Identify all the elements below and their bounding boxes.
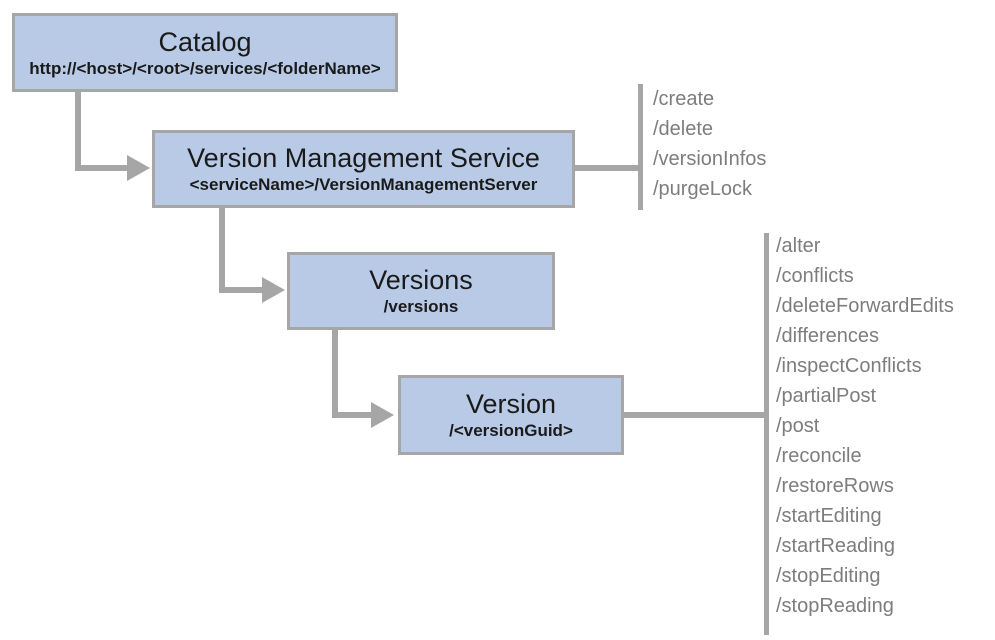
endpoint-item: /inspectConflicts	[776, 355, 922, 377]
endpoint-item: /post	[776, 415, 820, 437]
endpoint-item: /deleteForwardEdits	[776, 295, 954, 317]
endpoint-item: /startEditing	[776, 505, 882, 527]
endpoint-item: /stopEditing	[776, 565, 881, 587]
service-endpoint-list: /create/delete/versionInfos/purgeLock	[653, 84, 766, 204]
node-catalog-title: Catalog	[158, 26, 252, 57]
node-versions: Versions /versions	[287, 252, 555, 330]
node-version: Version /<versionGuid>	[398, 375, 624, 455]
arrowhead-icon	[262, 277, 285, 303]
endpoint-item: /reconcile	[776, 445, 862, 467]
connector-versions-version-horizontal	[332, 412, 372, 418]
endpoint-item: /alter	[776, 235, 821, 257]
connector-vms-versions-vertical	[219, 208, 225, 293]
service-endpoints-bracket	[638, 84, 643, 210]
node-catalog: Catalog http://<host>/<root>/services/<f…	[12, 13, 398, 92]
connector-vms-versions-horizontal	[219, 287, 263, 293]
node-versions-subtitle: /versions	[383, 297, 459, 316]
version-endpoint-list: /alter/conflicts/deleteForwardEdits/diff…	[776, 231, 954, 621]
endpoint-item: /create	[653, 88, 715, 110]
connector-catalog-vms-vertical	[75, 92, 81, 171]
connector-vms-endpoints	[575, 165, 638, 171]
node-vms-subtitle: <serviceName>/VersionManagementServer	[189, 175, 538, 194]
connector-versions-version-vertical	[332, 330, 338, 418]
node-version-management-service: Version Management Service <serviceName>…	[152, 130, 575, 208]
endpoint-item: /stopReading	[776, 595, 894, 617]
node-vms-title: Version Management Service	[187, 143, 540, 173]
endpoint-item: /conflicts	[776, 265, 854, 287]
endpoint-item: /purgeLock	[653, 178, 752, 200]
endpoint-item: /restoreRows	[776, 475, 894, 497]
arrowhead-icon	[371, 402, 394, 428]
connector-catalog-vms-horizontal	[75, 165, 128, 171]
version-endpoints-bracket	[764, 233, 769, 635]
node-catalog-subtitle: http://<host>/<root>/services/<folderNam…	[29, 58, 381, 78]
endpoint-item: /partialPost	[776, 385, 877, 407]
connector-version-endpoints	[622, 412, 764, 418]
endpoint-item: /startReading	[776, 535, 895, 557]
node-versions-title: Versions	[369, 265, 473, 295]
endpoint-item: /differences	[776, 325, 880, 347]
node-version-subtitle: /<versionGuid>	[449, 421, 573, 440]
endpoint-item: /delete	[653, 118, 714, 140]
arrowhead-icon	[127, 155, 150, 181]
endpoint-item: /versionInfos	[653, 148, 767, 170]
node-version-title: Version	[465, 389, 557, 419]
